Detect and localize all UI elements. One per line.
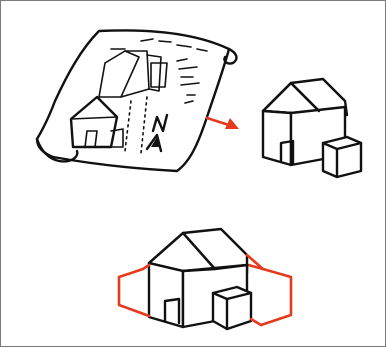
house-with-footprint-icon bbox=[119, 229, 291, 329]
house-icon bbox=[263, 79, 361, 177]
blueprint-sheet-icon bbox=[37, 30, 236, 171]
arrow-right-icon bbox=[207, 118, 239, 129]
